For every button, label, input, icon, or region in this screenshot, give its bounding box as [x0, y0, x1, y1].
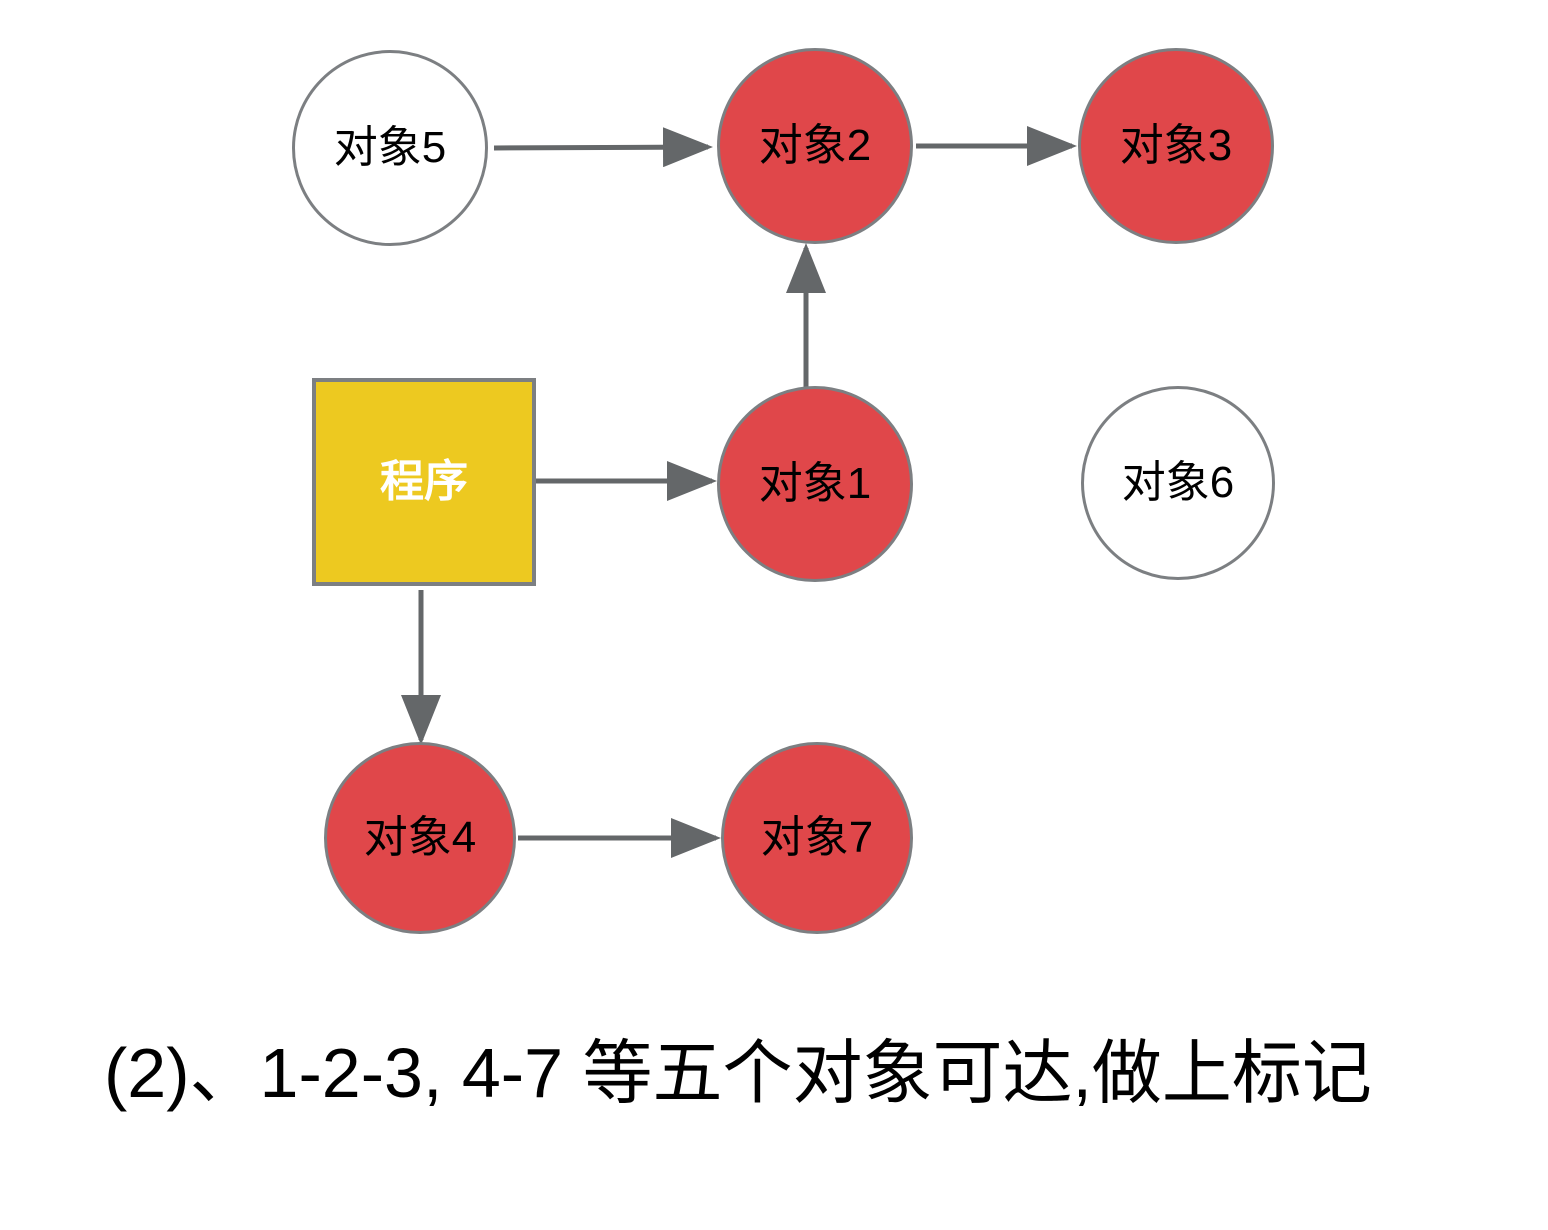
node-obj5-label: 对象5: [333, 123, 447, 172]
node-obj1[interactable]: 对象1: [717, 386, 913, 582]
node-obj6[interactable]: 对象6: [1081, 386, 1275, 580]
node-obj7-label: 对象7: [760, 813, 874, 862]
node-obj4[interactable]: 对象4: [324, 742, 516, 934]
node-obj6-label: 对象6: [1121, 458, 1235, 507]
node-obj7[interactable]: 对象7: [721, 742, 913, 934]
node-obj2-label: 对象2: [758, 121, 872, 170]
node-program[interactable]: 程序: [312, 378, 536, 586]
e-obj5-obj2: [493, 127, 713, 168]
node-obj3-label: 对象3: [1119, 121, 1233, 170]
node-obj1-label: 对象1: [758, 459, 872, 508]
node-obj4-label: 对象4: [363, 813, 477, 862]
node-obj3[interactable]: 对象3: [1078, 48, 1274, 244]
diagram-caption: (2)、1-2-3, 4-7 等五个对象可达,做上标记: [104, 1034, 1372, 1112]
node-obj5[interactable]: 对象5: [292, 50, 488, 246]
node-obj2[interactable]: 对象2: [717, 48, 913, 244]
node-program-label: 程序: [380, 457, 468, 506]
